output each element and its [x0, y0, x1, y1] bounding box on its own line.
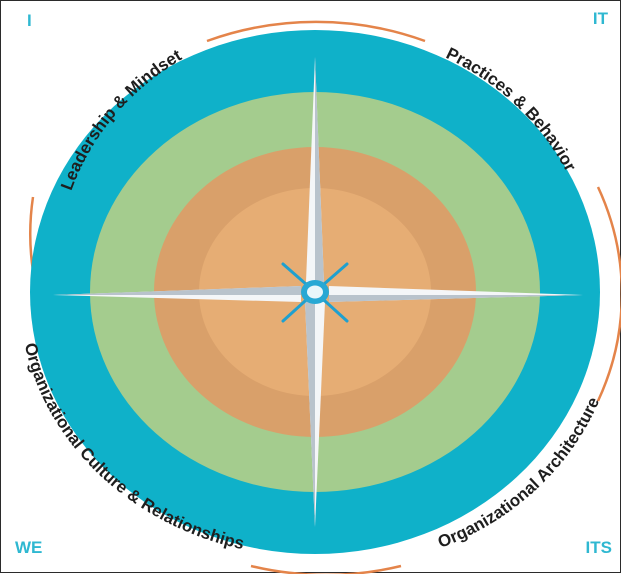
top-arc [206, 20, 426, 43]
compass-shadow-north [315, 57, 324, 282]
right-arc [596, 186, 621, 402]
corner-label-i: I [27, 11, 32, 30]
corner-label-we: WE [15, 538, 43, 557]
compass-shadow-south [305, 302, 315, 527]
compass-rose-icon [53, 57, 583, 527]
corner-label-its: ITS [585, 538, 612, 557]
compass-shadow-east [329, 295, 583, 302]
compass-shadow-west [53, 286, 301, 295]
bottom-arc [250, 564, 402, 574]
corner-label-it: IT [592, 9, 608, 28]
compass-center-dot [307, 285, 323, 299]
